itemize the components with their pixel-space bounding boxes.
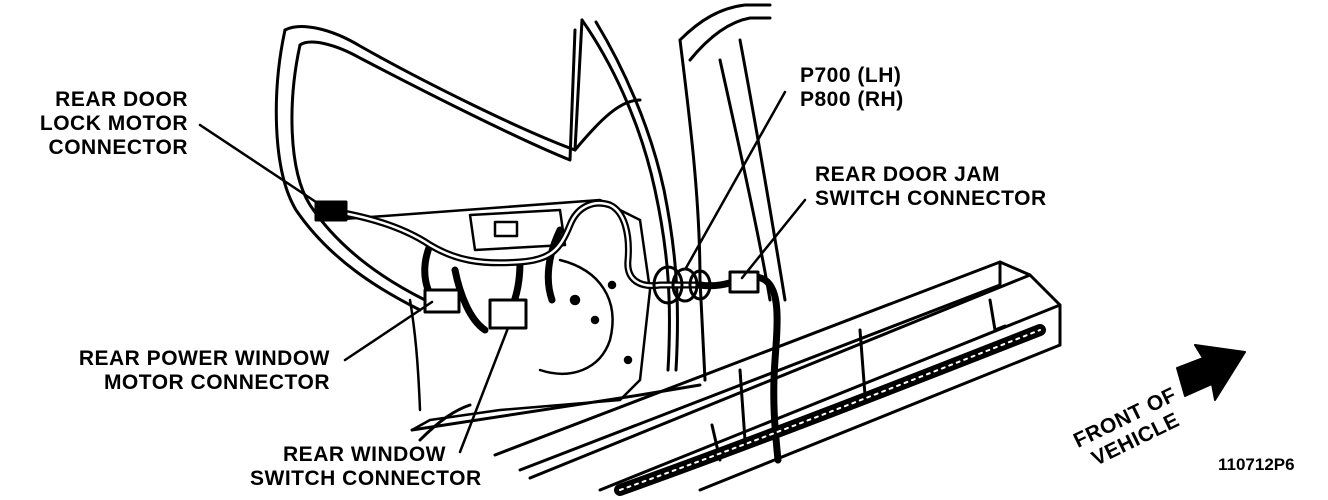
window-switch-connector (488, 298, 528, 330)
callout-power-window-motor-connector: REAR POWER WINDOW MOTOR CONNECTOR (78, 347, 330, 394)
harness-conduit-ribs (619, 329, 1041, 491)
jam-switch-connector (728, 270, 760, 294)
rocker-panel (493, 260, 1062, 492)
power-window-connector (423, 288, 461, 314)
callout-p700-p800: P700 (LH) P800 (RH) (800, 64, 904, 111)
door-frame (274, 18, 679, 372)
harness-conduit (614, 324, 1046, 496)
figure-id: 110712P6 (1218, 455, 1295, 474)
callout-lock-motor-connector: REAR DOOR LOCK MOTOR CONNECTOR (39, 88, 188, 159)
front-arrow-icon (1176, 344, 1246, 401)
callout-jam-switch-connector: REAR DOOR JAM SWITCH CONNECTOR (815, 163, 1047, 210)
door-lower-edge (410, 383, 702, 442)
callout-window-switch-connector: REAR WINDOW SWITCH CONNECTOR (250, 443, 482, 490)
wiring-harness-inner (323, 201, 702, 287)
body-pillar (678, 3, 787, 382)
leader-lines (198, 90, 807, 454)
